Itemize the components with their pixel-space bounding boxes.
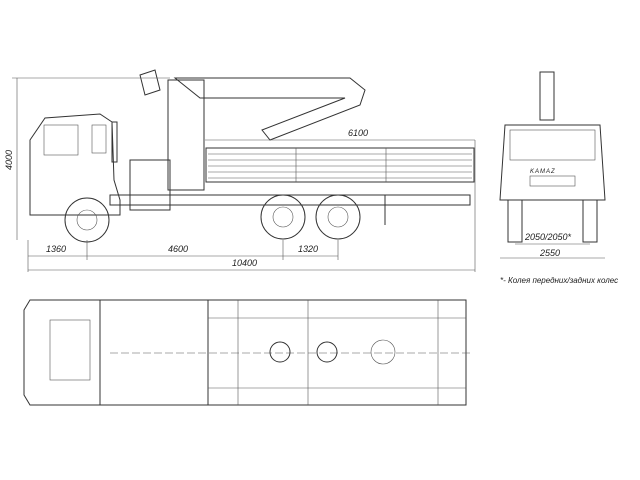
cab-top	[23, 299, 101, 406]
door-window	[91, 124, 107, 154]
cab	[29, 113, 121, 216]
crane-column	[167, 79, 205, 191]
brand-label: KAMAZ	[530, 169, 556, 175]
track-footnote: *- Колея передних/задних колес	[500, 276, 618, 285]
cargo-deck-top	[207, 299, 467, 406]
operator-seat	[139, 69, 161, 96]
top-view	[23, 299, 470, 406]
tank	[129, 159, 171, 211]
exhaust-pipe	[111, 121, 118, 163]
axle-diff-2	[316, 341, 338, 363]
windshield	[509, 129, 596, 161]
cab-front	[499, 124, 606, 201]
dim-tandem: 1320	[298, 244, 318, 254]
front-view: KAMAZ 2050/2050* 2550 *- Колея передних/…	[499, 71, 618, 285]
front-wheel-left	[507, 199, 523, 243]
dim-wheelbase: 4600	[168, 244, 188, 254]
grille	[529, 175, 576, 187]
side-view: 4000 6100 1360 4600 1320 10400	[4, 69, 476, 272]
cargo-slats	[208, 148, 472, 182]
crane-base-top	[370, 339, 396, 365]
front-wheel	[64, 197, 110, 243]
dim-height: 4000	[4, 150, 14, 170]
dimension-lines	[12, 77, 476, 272]
front-wheel-right	[582, 199, 598, 243]
dim-overall-length: 10400	[232, 258, 257, 268]
dim-width: 2550	[539, 248, 560, 258]
rear-wheel-2	[315, 194, 361, 240]
crane-front	[539, 71, 555, 121]
dim-body-length: 6100	[348, 128, 368, 138]
front-dimension-lines	[500, 243, 605, 259]
chassis-frame	[109, 194, 471, 206]
cab-window	[43, 124, 79, 156]
cargo-body	[205, 147, 475, 183]
cab-roof	[49, 319, 91, 381]
dim-track: 2050/2050*	[524, 232, 572, 242]
axle-diff-1	[269, 341, 291, 363]
chassis-top	[99, 299, 209, 406]
rear-wheel-1	[260, 194, 306, 240]
dim-front-overhang: 1360	[46, 244, 66, 254]
